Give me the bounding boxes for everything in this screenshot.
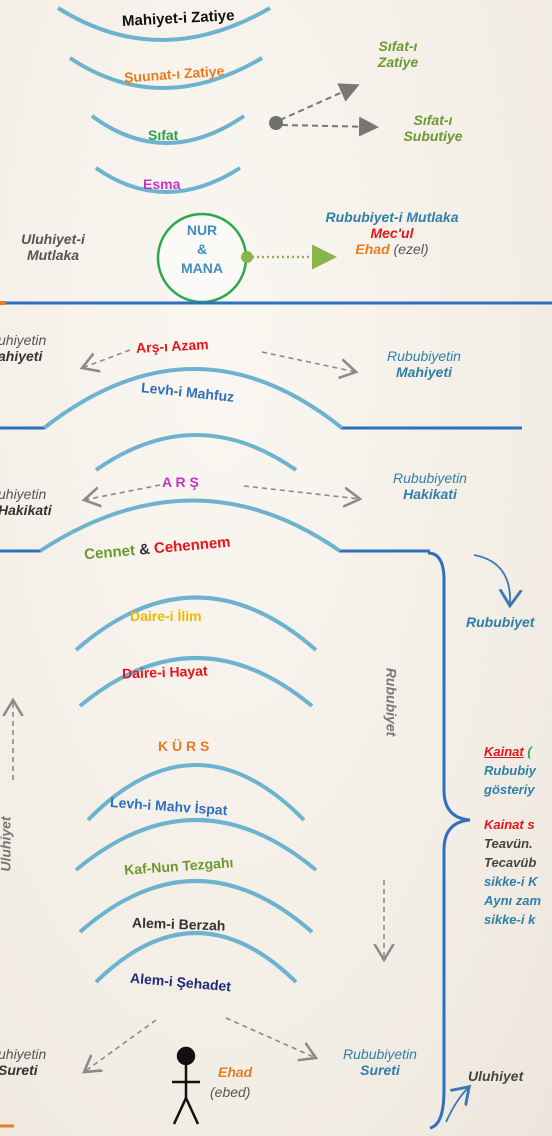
arc-esma (94, 166, 242, 194)
circle-mana: MANA (181, 260, 223, 276)
label-alem-berzah: Alem-i Berzah (131, 914, 226, 934)
arc-kurs (86, 763, 306, 822)
arc-kaf-nun (78, 879, 314, 934)
arc-mahiyet (56, 6, 272, 42)
circle-amp: & (196, 241, 208, 257)
label-rububiyet-mutlaka: Rububiyet-i Mutlaka Mec'ul Ehad (ezel) (325, 209, 459, 258)
right-brace (427, 551, 471, 1130)
arc-berzah (94, 931, 298, 984)
circle-nur: NUR (186, 222, 218, 238)
side-text-block: Kainat ( Rububiy gösteriy Kainat s Teavü… (484, 744, 542, 927)
label-side-uluhiyet: Uluhiyet (468, 1068, 524, 1084)
label-kurs: K Ü R S (158, 738, 210, 754)
circle-dot (241, 251, 253, 263)
arc-suunat (68, 56, 264, 90)
label-daire-ilim: Daire-i İlim (130, 608, 202, 624)
label-daire-hayat: Daire-i Hayat (121, 662, 208, 682)
label-side-rububiyet: Rububiyet (466, 614, 535, 630)
label-vertical-rububiyet: Rububiyet (383, 667, 400, 737)
arc-ars (94, 433, 298, 472)
label-ars: A R Ş (162, 474, 199, 490)
sifat-dot (269, 116, 283, 130)
arc-levh-mahv (74, 818, 318, 872)
label-sifat: Sıfat (148, 127, 179, 143)
label-ehad: Ehad (218, 1064, 253, 1080)
label-ebed: (ebed) (210, 1084, 251, 1100)
person-icon (172, 1046, 200, 1125)
arc-sifat (90, 114, 246, 145)
arc-hayat (78, 656, 314, 708)
arc-ilim (74, 595, 318, 652)
label-vertical-uluhiyet: Uluhiyet (0, 816, 14, 872)
label-esma: Esma (143, 176, 181, 192)
